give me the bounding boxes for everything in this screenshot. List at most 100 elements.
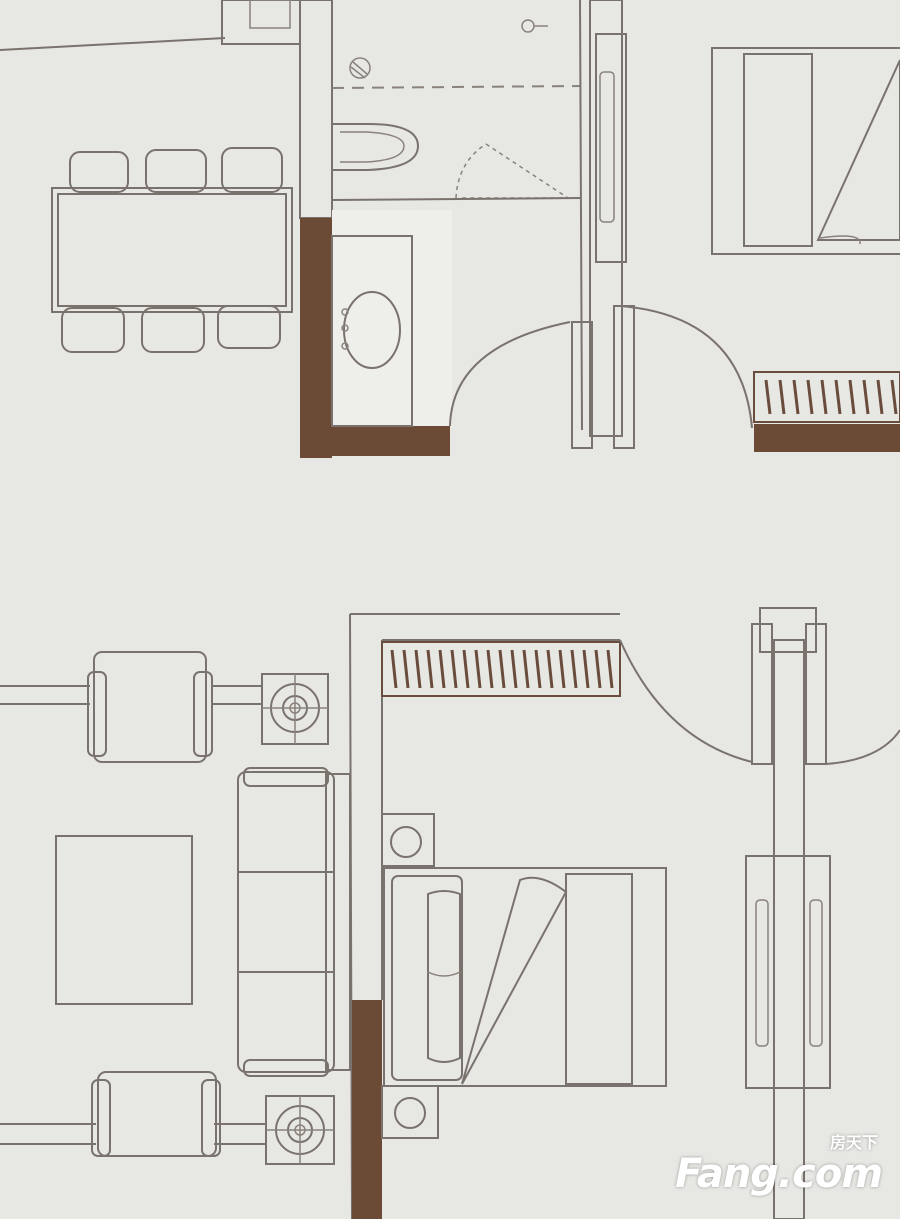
vanity-counter [331, 235, 413, 427]
armchair-arm [87, 671, 107, 757]
kitchen-appliance [249, 0, 291, 29]
faucet-icon [341, 308, 349, 316]
door-swing-arc [619, 305, 753, 429]
side-table-lamp-bottom [265, 1095, 335, 1165]
bathroom [299, 0, 583, 458]
toilet-icon [332, 123, 420, 171]
bedsheet-fold [816, 59, 900, 241]
counter-edge [0, 37, 226, 51]
chair [61, 307, 125, 353]
wardrobe [745, 855, 831, 1089]
wall-line [0, 1123, 96, 1145]
door-swing-arc [825, 729, 900, 765]
floor-fill [332, 210, 452, 426]
nightstand [381, 1085, 439, 1139]
fang-watermark: 房天下 Fang.com [675, 1133, 883, 1197]
bed-frame [383, 867, 667, 1087]
wall-line [0, 685, 90, 705]
wall-segment [300, 218, 332, 458]
door-jamb [805, 623, 827, 765]
lamp-icon [390, 826, 422, 858]
armchair-arm [193, 671, 213, 757]
armchair-body [93, 651, 207, 763]
column-cap [759, 607, 817, 653]
shower-screen [331, 85, 581, 89]
chair [141, 307, 205, 353]
wardrobe-door [809, 899, 823, 1047]
bedroom-bottom [349, 613, 753, 1219]
lamp-crosshair [262, 674, 328, 744]
armchair-body [97, 1071, 217, 1157]
nightstand [381, 813, 435, 867]
sofa-body [237, 771, 335, 1073]
chair [69, 151, 129, 193]
pillow [427, 890, 461, 1063]
corridor-wall-top [571, 0, 635, 449]
armchair-arm [91, 1079, 111, 1157]
chair [217, 305, 281, 349]
toilet-bowl [340, 131, 405, 163]
pillow-divider [427, 971, 461, 977]
living-room [0, 651, 351, 1165]
radiator [753, 371, 900, 423]
armchair-top [87, 651, 213, 763]
shower-head-icon [521, 19, 535, 33]
watermark-brand-cn: 房天下 [829, 1133, 878, 1152]
faucet-icon [341, 342, 349, 350]
sofa-cushion-lines [238, 871, 334, 973]
chair [145, 149, 207, 193]
dining-chairs [61, 147, 283, 353]
kitchen-cabinet [221, 0, 301, 45]
radiator-slats [764, 379, 898, 415]
floor-drain-icon [349, 57, 371, 79]
wall-segment [300, 426, 450, 456]
watermark-brand-en: Fang.com [675, 1151, 883, 1197]
wall-line [212, 685, 262, 705]
pillow [743, 53, 813, 247]
radiator-top [753, 371, 900, 452]
sofa-back [325, 773, 351, 1071]
dining-area [0, 0, 301, 353]
wardrobe-door [755, 899, 769, 1047]
bedroom-walls [349, 613, 620, 1219]
drain-grate [350, 61, 368, 79]
sofa-arm [243, 767, 329, 787]
wardrobe [595, 33, 627, 263]
sheet-curl [819, 235, 861, 245]
chair [221, 147, 283, 193]
table-inner-edge [57, 193, 287, 307]
door-jamb [751, 623, 773, 765]
bed-frame [711, 47, 900, 255]
corridor-wall-bottom [745, 607, 900, 1219]
side-table-lamp-top [261, 673, 329, 745]
wardrobe-door [599, 71, 615, 223]
wall-column [773, 639, 805, 1219]
table-top [51, 187, 293, 313]
wall-segment [352, 1000, 382, 1219]
door-jamb [571, 321, 593, 449]
radiator-slats [390, 649, 614, 689]
bathroom-wall-left [299, 0, 333, 219]
wall-segment [754, 424, 900, 452]
sofa [237, 767, 351, 1077]
sink-basin-icon [343, 291, 401, 369]
door-swing-arc [619, 639, 753, 763]
wall-line [214, 1123, 266, 1145]
coffee-table [55, 835, 193, 1005]
bedsheet-fold [461, 876, 568, 1085]
door-leaf-dotted [458, 143, 571, 199]
faucet-icon [341, 324, 349, 332]
bathroom-wall-right [579, 0, 583, 431]
bath-partition [331, 197, 581, 201]
armchair-bottom [91, 1071, 221, 1157]
lamp-icon [394, 1097, 426, 1129]
bed-top-right [711, 47, 900, 255]
bed-headboard [391, 875, 463, 1081]
bed-blanket-fold [565, 873, 633, 1085]
dining-table [51, 187, 293, 313]
door-jamb [613, 305, 635, 449]
wall-column [589, 0, 623, 437]
sofa-arm [243, 1059, 329, 1077]
door-swing-arc [449, 321, 571, 427]
